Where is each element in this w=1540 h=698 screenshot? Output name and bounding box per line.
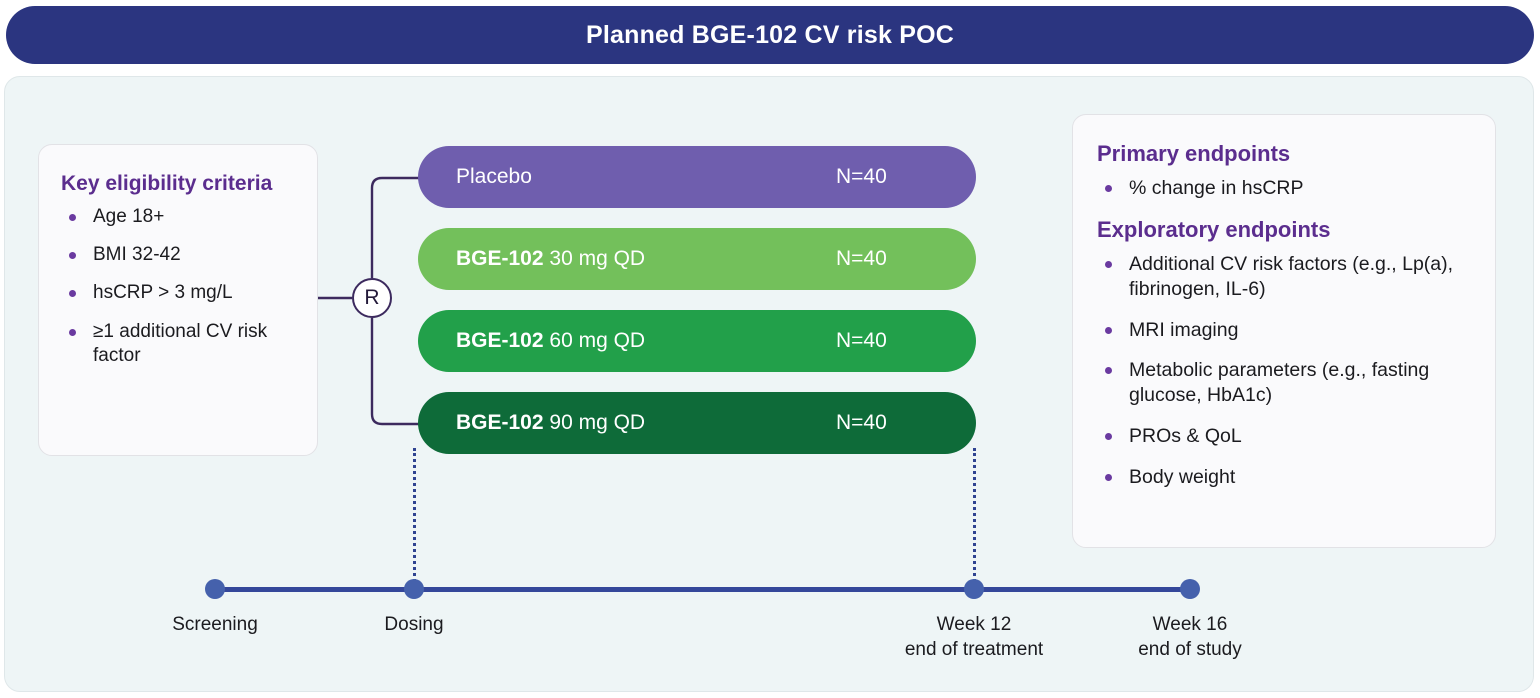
timeline-axis [214,587,1190,592]
list-item: % change in hsCRP [1097,176,1473,201]
randomization-connector [318,176,420,426]
list-item: hsCRP > 3 mg/L [61,281,295,305]
timeline-label-line1: Week 12 [936,614,1012,635]
timeline-label-screening: Screening [172,613,258,638]
primary-endpoints-list: % change in hsCRP [1097,176,1473,201]
list-item: Age 18+ [61,205,295,229]
arm-sample-size: N=40 [836,165,887,188]
list-item: PROs & QoL [1097,424,1473,449]
arm-bar-bge102-60mg[interactable]: BGE-102 60 mg QD N=40 [418,310,976,372]
list-item: ≥1 additional CV risk factor [61,320,295,369]
timeline-dot-week12 [964,579,984,599]
timeline-label-line2: end of study [1138,638,1242,660]
timeline-label-line2: end of treatment [904,638,1044,660]
endpoints-card: Primary endpoints % change in hsCRP Expl… [1072,114,1496,548]
eligibility-heading: Key eligibility criteria [61,172,273,195]
eligibility-list: Age 18+ BMI 32-42 hsCRP > 3 mg/L ≥1 addi… [61,205,295,369]
dosing-drop-line [413,448,416,582]
week12-drop-line [973,448,976,582]
timeline-dot-dosing [404,579,424,599]
list-item: MRI imaging [1097,318,1473,343]
timeline-label-line1: Screening [172,614,258,635]
timeline-label-dosing: Dosing [384,613,443,638]
randomization-label: R [364,286,380,309]
list-item: Body weight [1097,465,1473,490]
arm-bar-placebo[interactable]: Placebo N=40 [418,146,976,208]
list-item: Additional CV risk factors (e.g., Lp(a),… [1097,252,1473,302]
arm-label: BGE-102 30 mg QD [456,247,646,270]
header-bar: Planned BGE-102 CV risk POC [6,6,1534,64]
timeline-dot-screening [205,579,225,599]
list-item: Metabolic parameters (e.g., fasting gluc… [1097,358,1473,408]
arm-bar-bge102-30mg[interactable]: BGE-102 30 mg QD N=40 [418,228,976,290]
page-title: Planned BGE-102 CV risk POC [585,20,955,49]
timeline-label-week16: Week 16 end of study [1138,613,1242,662]
timeline-label-line1: Dosing [384,614,444,635]
timeline-dot-week16 [1180,579,1200,599]
arm-bar-bge102-90mg[interactable]: BGE-102 90 mg QD N=40 [418,392,976,454]
arm-sample-size: N=40 [836,247,887,270]
arm-label: BGE-102 60 mg QD [456,329,646,352]
arm-sample-size: N=40 [836,329,887,352]
arm-label: Placebo [456,165,532,188]
arm-sample-size: N=40 [836,411,887,434]
exploratory-endpoints-heading: Exploratory endpoints [1097,216,1331,242]
list-item: BMI 32-42 [61,243,295,267]
timeline-label-week12: Week 12 end of treatment [905,613,1043,662]
exploratory-endpoints-list: Additional CV risk factors (e.g., Lp(a),… [1097,252,1473,491]
arm-label: BGE-102 90 mg QD [456,411,646,434]
randomization-node: R [352,278,392,318]
eligibility-card: Key eligibility criteria Age 18+ BMI 32-… [38,144,318,456]
primary-endpoints-heading: Primary endpoints [1097,141,1291,166]
timeline-label-line1: Week 16 [1152,614,1228,635]
